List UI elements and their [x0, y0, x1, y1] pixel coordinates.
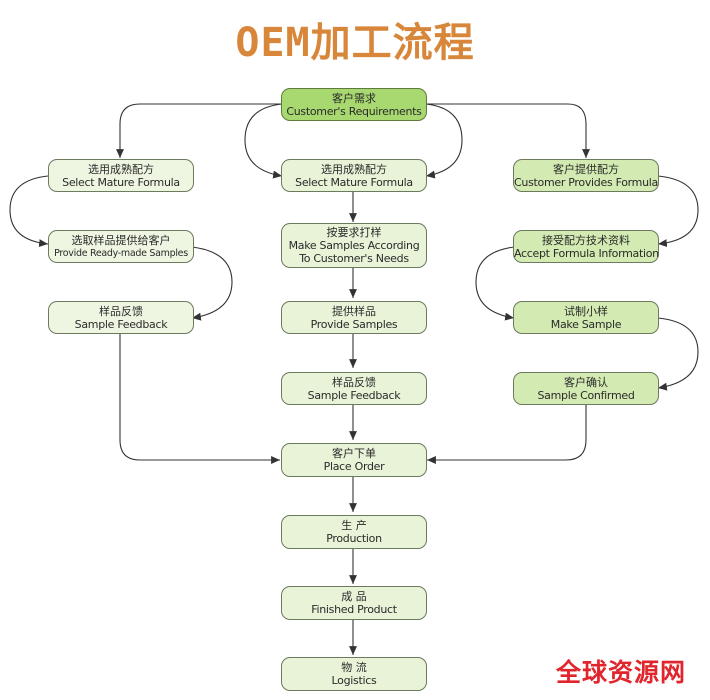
arrow-left-3-order	[119, 334, 280, 464]
node-label-en: Customer Provides Formula	[514, 175, 658, 189]
node-label-zh: 客户需求	[332, 91, 376, 105]
node-label-en: Finished Product	[311, 603, 397, 616]
arrow-start-to-left	[116, 103, 282, 158]
node-place-order: 客户下单 Place Order	[281, 443, 427, 477]
node-center-make-samples-according: 按要求打样 Make Samples According To Customer…	[281, 223, 427, 268]
node-label-en: Provide Ready-made Samples	[54, 247, 188, 259]
node-label-en: Accept Formula Information	[514, 246, 659, 260]
node-label-en: Production	[326, 532, 382, 545]
node-label-en: Customer's Requirements	[286, 104, 422, 118]
node-label-zh: 选用成熟配方	[321, 162, 387, 176]
node-customer-requirements: 客户需求 Customer's Requirements	[281, 88, 427, 121]
node-right-sample-confirmed: 客户确认 Sample Confirmed	[513, 372, 659, 405]
node-label-en: Make Sample	[550, 317, 622, 331]
node-label-en: Sample Confirmed	[537, 388, 635, 402]
node-label-zh: 物 流	[341, 661, 367, 674]
node-label-zh: 选取样品提供给客户	[71, 233, 171, 247]
node-right-make-sample: 试制小样 Make Sample	[513, 301, 659, 334]
node-label-en: Select Mature Formula	[62, 175, 180, 189]
node-label-zh: 按要求打样	[326, 226, 382, 239]
node-left-select-mature-formula: 选用成熟配方 Select Mature Formula	[48, 159, 194, 192]
node-label-zh: 客户提供配方	[553, 162, 619, 176]
node-finished-product: 成 品 Finished Product	[281, 586, 427, 620]
node-label-en: Make Samples According	[288, 239, 420, 252]
node-label-en: Sample Feedback	[307, 388, 401, 402]
arrow-left-2-3	[191, 246, 233, 321]
arrow-right-4-order	[427, 405, 587, 464]
node-label-en: Provide Samples	[310, 317, 398, 331]
node-label-zh: 选用成熟配方	[88, 162, 154, 176]
node-left-sample-feedback: 样品反馈 Sample Feedback	[48, 301, 194, 334]
arrow-right-1-2	[657, 175, 699, 248]
page-title: OEM加工流程	[235, 20, 475, 66]
node-label-zh: 成 品	[341, 590, 367, 603]
node-left-provide-ready-made-samples: 选取样品提供给客户 Provide Ready-made Samples	[48, 230, 194, 263]
node-label-en: Place Order	[323, 460, 385, 473]
node-label-zh: 试制小样	[564, 304, 608, 318]
arrow-right-3-4	[657, 317, 699, 391]
node-label-en-line2: To Customer's Needs	[299, 252, 409, 265]
node-label-zh: 样品反馈	[332, 375, 376, 389]
arrow-right-2-3	[475, 246, 515, 321]
node-label-zh: 客户确认	[564, 375, 608, 389]
arrow-start-to-right	[426, 103, 590, 158]
node-label-zh: 提供样品	[332, 304, 376, 318]
node-label-zh: 生 产	[341, 519, 367, 532]
watermark-logo: 全球资源网	[556, 658, 687, 687]
node-production: 生 产 Production	[281, 515, 427, 549]
node-label-zh: 客户下单	[332, 447, 376, 460]
arrow-left-1-2	[9, 175, 49, 248]
arrow-start-to-center-b	[425, 103, 463, 179]
node-label-en: Select Mature Formula	[295, 175, 413, 189]
node-label-en: Logistics	[331, 674, 377, 687]
node-center-select-mature-formula: 选用成熟配方 Select Mature Formula	[281, 159, 427, 192]
node-label-zh: 接受配方技术资料	[542, 233, 630, 247]
node-label-zh: 样品反馈	[99, 304, 143, 318]
arrow-start-to-center-a	[244, 103, 283, 179]
node-center-sample-feedback: 样品反馈 Sample Feedback	[281, 372, 427, 405]
node-label-en: Sample Feedback	[74, 317, 168, 331]
node-center-provide-samples: 提供样品 Provide Samples	[281, 301, 427, 334]
node-right-accept-formula-information: 接受配方技术资料 Accept Formula Information	[513, 230, 659, 263]
node-right-customer-provides-formula: 客户提供配方 Customer Provides Formula	[513, 159, 659, 192]
node-logistics: 物 流 Logistics	[281, 657, 427, 691]
